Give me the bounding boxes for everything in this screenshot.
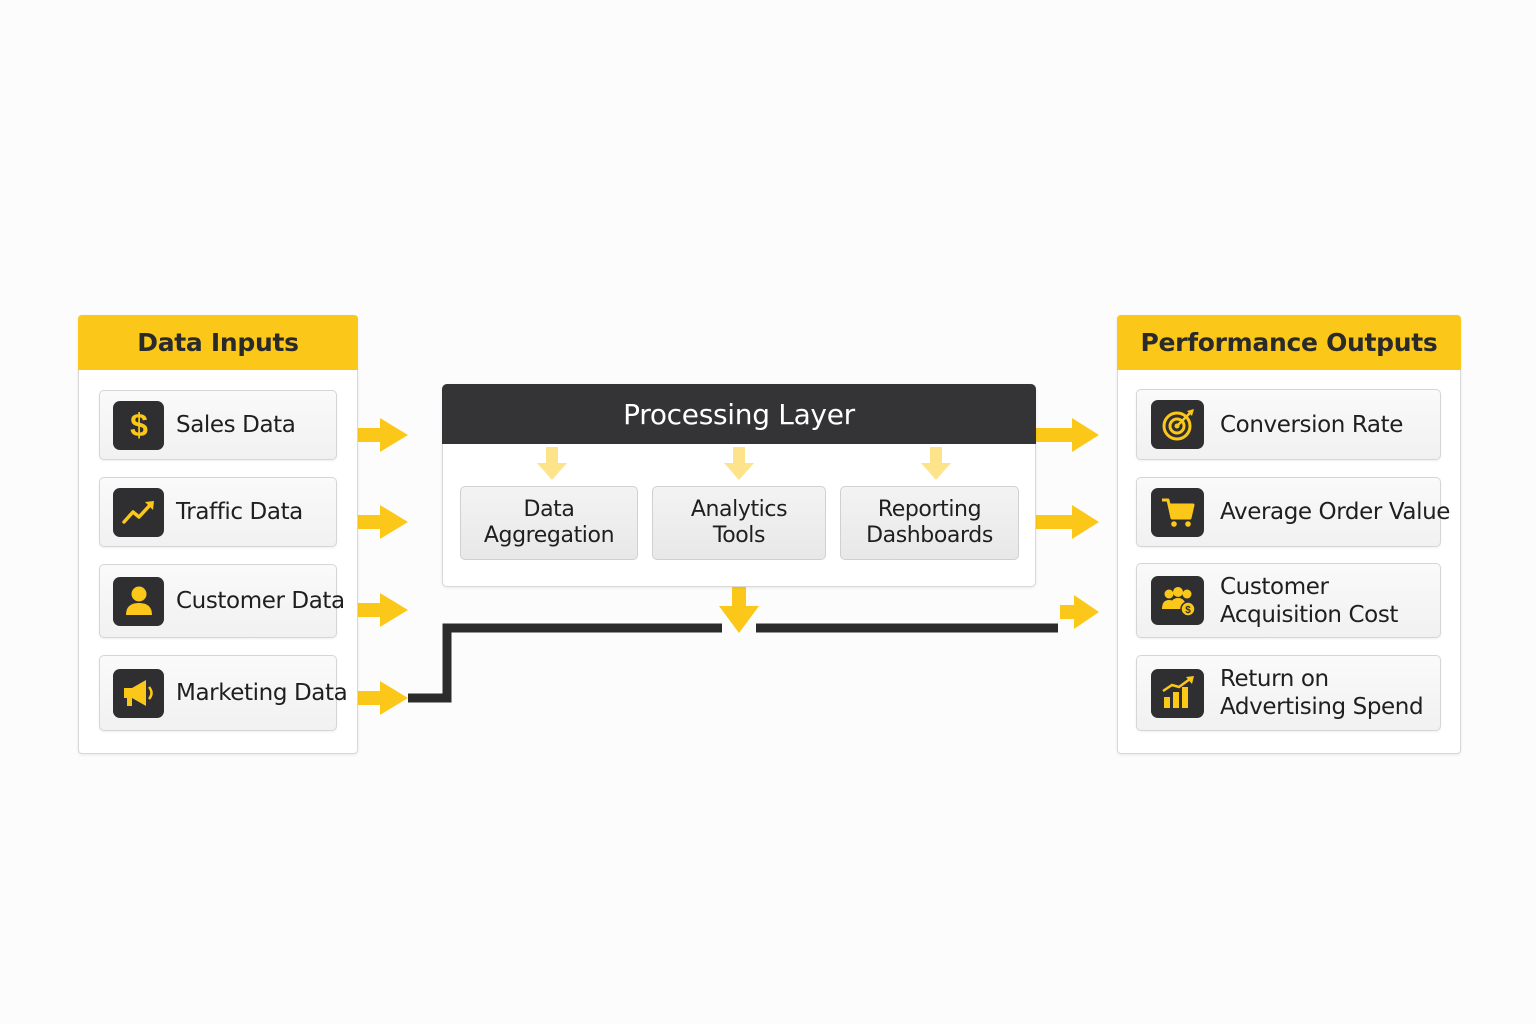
input-card-marketing-data[interactable]: Marketing Data bbox=[99, 655, 348, 731]
data-inputs-panel: Data Inputs $ Sales Data Traffic Data Cu… bbox=[78, 315, 358, 754]
data-inputs-title: Data Inputs bbox=[78, 315, 358, 370]
process-step-analytics-tools[interactable]: Analytics Tools bbox=[652, 486, 826, 560]
svg-text:$: $ bbox=[130, 407, 148, 443]
megaphone-icon bbox=[113, 668, 164, 718]
cart-icon bbox=[1151, 487, 1204, 537]
input-label: Customer Data bbox=[176, 588, 345, 614]
process-step-reporting-dashboards[interactable]: Reporting Dashboards bbox=[840, 486, 1019, 560]
group-cost-icon: $ bbox=[1151, 576, 1204, 625]
output-card-average-order-value[interactable]: Average Order Value bbox=[1136, 477, 1450, 547]
output-card-customer-acquisition-cost[interactable]: $ Customer Acquisition Cost bbox=[1136, 563, 1441, 638]
performance-outputs-panel: Performance Outputs Conversion Rate Aver… bbox=[1117, 315, 1461, 754]
input-card-customer-data[interactable]: Customer Data bbox=[99, 564, 345, 638]
input-label: Sales Data bbox=[176, 412, 296, 438]
output-card-return-on-advertising-spend[interactable]: Return on Advertising Spend bbox=[1136, 655, 1441, 731]
output-label: Return on Advertising Spend bbox=[1220, 666, 1424, 720]
process-step-label: Analytics Tools bbox=[690, 497, 788, 548]
output-label: Conversion Rate bbox=[1220, 411, 1403, 438]
arrow-processing-to-conversion bbox=[1036, 418, 1099, 452]
process-step-label: Reporting Dashboards bbox=[866, 497, 993, 548]
input-card-sales-data[interactable]: $ Sales Data bbox=[99, 390, 337, 460]
arrow-line-to-cac bbox=[1060, 595, 1099, 629]
arrow-sales-to-processing bbox=[338, 418, 408, 452]
bar-growth-icon bbox=[1151, 668, 1204, 718]
down-arrow-icon bbox=[724, 447, 754, 480]
dark-flow-line-left bbox=[408, 623, 722, 703]
arrow-marketing-to-line bbox=[338, 681, 408, 715]
process-step-data-aggregation[interactable]: Data Aggregation bbox=[460, 486, 638, 560]
output-label: Customer Acquisition Cost bbox=[1220, 573, 1399, 628]
processing-layer-title: Processing Layer bbox=[442, 384, 1036, 444]
arrow-processing-down bbox=[719, 582, 759, 633]
down-arrow-icon bbox=[537, 447, 567, 480]
target-icon bbox=[1151, 400, 1204, 449]
process-step-label: Data Aggregation bbox=[483, 497, 615, 548]
trend-up-icon bbox=[113, 487, 164, 537]
arrow-traffic-to-processing bbox=[338, 505, 408, 539]
output-card-conversion-rate[interactable]: Conversion Rate bbox=[1136, 389, 1441, 460]
person-icon bbox=[113, 576, 164, 626]
input-card-traffic-data[interactable]: Traffic Data bbox=[99, 477, 337, 547]
performance-outputs-title: Performance Outputs bbox=[1117, 315, 1461, 370]
processing-layer-panel: Processing Layer Data Aggregation Analyt… bbox=[442, 384, 1036, 587]
input-label: Traffic Data bbox=[176, 499, 303, 525]
arrow-customer-to-processing bbox=[338, 593, 408, 627]
dollar-icon: $ bbox=[113, 400, 164, 450]
input-label: Marketing Data bbox=[176, 680, 348, 706]
down-arrow-icon bbox=[921, 447, 951, 480]
output-label: Average Order Value bbox=[1220, 499, 1450, 525]
svg-text:$: $ bbox=[1185, 605, 1191, 616]
arrow-processing-to-aov bbox=[1036, 505, 1099, 539]
